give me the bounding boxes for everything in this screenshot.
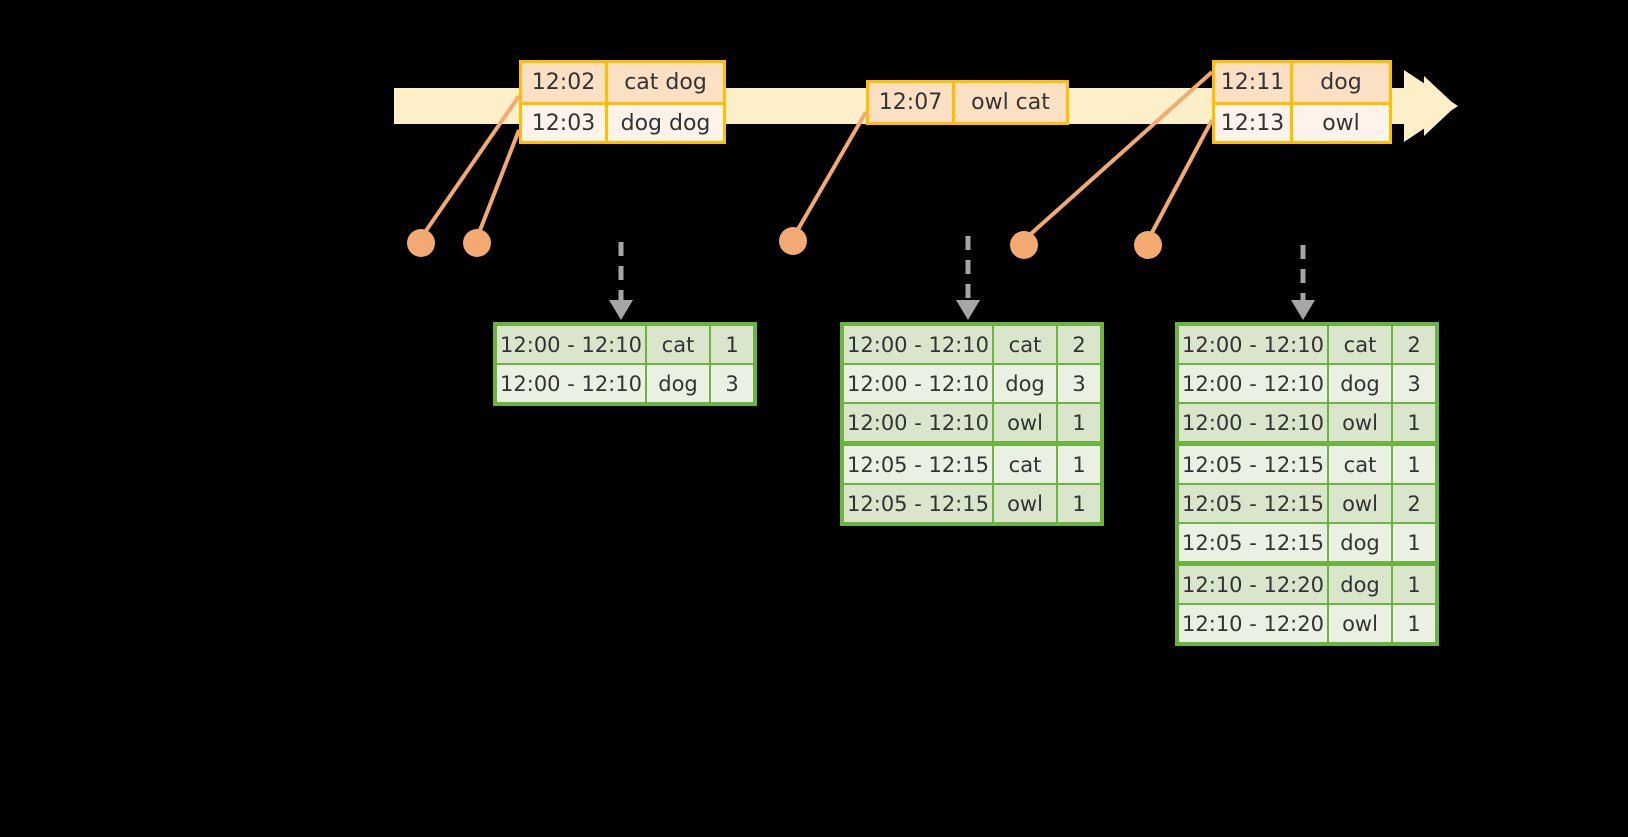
table-cell-count: 1	[1058, 446, 1100, 483]
table-cell-count: 1	[1393, 566, 1435, 603]
table-row: 12:05 - 12:15 owl 2	[1179, 485, 1435, 522]
dashed-arrow-head-3	[1291, 300, 1315, 320]
table-cell-word: owl	[1329, 485, 1391, 522]
connector-line-2	[475, 129, 521, 239]
event-row: 12:13 owl	[1215, 102, 1389, 141]
table-row: 12:00 - 12:10 dog 3	[1179, 365, 1435, 402]
table-row: 12:05 - 12:15 cat 1	[1179, 446, 1435, 483]
timeline-arrow-head	[1424, 76, 1456, 136]
table-cell-window: 12:10 - 12:20	[1179, 566, 1327, 603]
windowed-counts-table-2[interactable]: 12:00 - 12:10 cat 2 12:00 - 12:10 dog 3 …	[840, 322, 1104, 526]
table-row: 12:00 - 12:10 owl 1	[844, 404, 1100, 441]
table-cell-word: owl	[1329, 404, 1391, 441]
dashed-arrow-head-2	[956, 300, 980, 320]
table-row: 12:10 - 12:20 owl 1	[1179, 605, 1435, 642]
table-row: 12:00 - 12:10 cat 1	[497, 326, 753, 363]
table-cell-window: 12:05 - 12:15	[1179, 446, 1327, 483]
table-cell-word: cat	[994, 326, 1056, 363]
timeline-event-box-3[interactable]: 12:11 dog 12:13 owl	[1212, 60, 1392, 144]
table-cell-count: 3	[711, 365, 753, 402]
connector-line-3	[791, 110, 868, 240]
table-cell-word: cat	[994, 446, 1056, 483]
table-cell-window: 12:00 - 12:10	[844, 404, 992, 441]
table-row: 12:05 - 12:15 owl 1	[844, 485, 1100, 522]
event-words: dog dog	[608, 105, 723, 141]
table-row: 12:00 - 12:10 dog 3	[497, 365, 753, 402]
table-row: 12:00 - 12:10 owl 1	[1179, 404, 1435, 441]
table-cell-count: 1	[1393, 524, 1435, 561]
dashed-arrow-head-1	[609, 300, 633, 320]
table-cell-window: 12:00 - 12:10	[844, 365, 992, 402]
table-cell-word: dog	[647, 365, 709, 402]
table-cell-window: 12:05 - 12:15	[844, 446, 992, 483]
table-cell-count: 2	[1393, 326, 1435, 363]
table-cell-count: 2	[1058, 326, 1100, 363]
event-words: cat dog	[608, 63, 723, 102]
event-row: 12:07 owl cat	[869, 83, 1066, 122]
table-cell-count: 1	[1058, 485, 1100, 522]
connector-line-1	[419, 94, 521, 240]
table-cell-window: 12:00 - 12:10	[497, 326, 645, 363]
table-cell-window: 12:05 - 12:15	[1179, 524, 1327, 561]
table-cell-window: 12:05 - 12:15	[1179, 485, 1327, 522]
table-cell-word: owl	[994, 485, 1056, 522]
dashed-emit-arrows	[618, 236, 1306, 300]
table-cell-count: 2	[1393, 485, 1435, 522]
table-cell-count: 1	[711, 326, 753, 363]
table-cell-word: owl	[994, 404, 1056, 441]
table-row: 12:10 - 12:20 dog 1	[1179, 566, 1435, 603]
event-words: owl cat	[955, 83, 1066, 122]
event-row: 12:11 dog	[1215, 63, 1389, 102]
event-words: owl	[1293, 105, 1389, 141]
table-cell-window: 12:00 - 12:10	[844, 326, 992, 363]
event-dot-4	[1010, 231, 1038, 259]
timeline-arrow-head-tip	[1404, 70, 1458, 142]
event-words: dog	[1293, 63, 1389, 102]
table-cell-window: 12:00 - 12:10	[1179, 326, 1327, 363]
table-cell-word: dog	[1329, 365, 1391, 402]
table-cell-count: 1	[1393, 404, 1435, 441]
table-cell-word: cat	[1329, 446, 1391, 483]
table-cell-word: dog	[1329, 524, 1391, 561]
windowed-counts-table-3[interactable]: 12:00 - 12:10 cat 2 12:00 - 12:10 dog 3 …	[1175, 322, 1439, 646]
table-row: 12:05 - 12:15 cat 1	[844, 446, 1100, 483]
event-time: 12:07	[869, 83, 955, 122]
table-cell-count: 1	[1393, 446, 1435, 483]
event-dots	[407, 227, 1162, 259]
event-dot-2	[463, 229, 491, 257]
event-time: 12:11	[1215, 63, 1293, 102]
table-cell-word: owl	[1329, 605, 1391, 642]
table-cell-window: 12:00 - 12:10	[1179, 404, 1327, 441]
table-cell-window: 12:10 - 12:20	[1179, 605, 1327, 642]
table-row: 12:00 - 12:10 cat 2	[1179, 326, 1435, 363]
table-cell-window: 12:00 - 12:10	[1179, 365, 1327, 402]
table-row: 12:05 - 12:15 dog 1	[1179, 524, 1435, 561]
event-row: 12:03 dog dog	[522, 102, 723, 141]
dashed-arrow-heads	[609, 300, 1315, 320]
event-time: 12:03	[522, 105, 608, 141]
table-cell-word: dog	[1329, 566, 1391, 603]
table-cell-window: 12:05 - 12:15	[844, 485, 992, 522]
connector-line-5	[1146, 119, 1214, 241]
table-row: 12:00 - 12:10 dog 3	[844, 365, 1100, 402]
event-time: 12:02	[522, 63, 608, 102]
event-dot-3	[779, 227, 807, 255]
table-row: 12:00 - 12:10 cat 2	[844, 326, 1100, 363]
table-cell-count: 1	[1058, 404, 1100, 441]
table-cell-window: 12:00 - 12:10	[497, 365, 645, 402]
event-dot-5	[1134, 231, 1162, 259]
windowed-counts-table-1[interactable]: 12:00 - 12:10 cat 1 12:00 - 12:10 dog 3	[493, 322, 757, 406]
table-cell-count: 3	[1393, 365, 1435, 402]
event-row: 12:02 cat dog	[522, 63, 723, 102]
event-time: 12:13	[1215, 105, 1293, 141]
table-cell-word: cat	[647, 326, 709, 363]
timeline-event-box-1[interactable]: 12:02 cat dog 12:03 dog dog	[519, 60, 726, 144]
table-cell-word: dog	[994, 365, 1056, 402]
table-cell-word: cat	[1329, 326, 1391, 363]
table-cell-count: 3	[1058, 365, 1100, 402]
table-cell-count: 1	[1393, 605, 1435, 642]
event-dot-1	[407, 229, 435, 257]
timeline-event-box-2[interactable]: 12:07 owl cat	[866, 80, 1069, 125]
